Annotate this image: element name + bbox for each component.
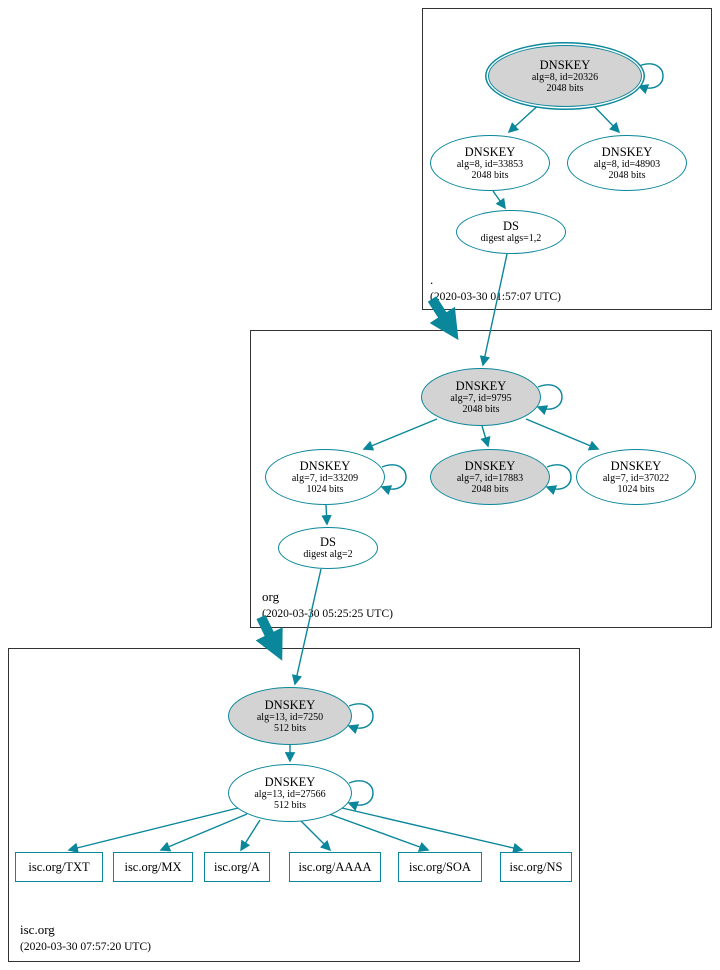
node-detail: 512 bits xyxy=(274,723,306,734)
node-detail: alg=7, id=33209 xyxy=(291,472,359,484)
node-detail: digest algs=1,2 xyxy=(480,233,542,245)
dnskey-node-org-33209: DNSKEY alg=7, id=33209 1024 bits xyxy=(265,449,385,505)
node-title: DNSKEY xyxy=(264,697,316,712)
node-title: DNSKEY xyxy=(610,458,662,473)
ds-node-org: DS digest alg=2 xyxy=(278,527,378,569)
dnskey-node-org-9795: DNSKEY alg=7, id=9795 2048 bits xyxy=(421,368,541,426)
node-detail: alg=7, id=17883 xyxy=(456,472,524,484)
node-detail: digest alg=2 xyxy=(303,549,353,561)
node-detail: 2048 bits xyxy=(608,170,646,181)
node-detail: 1024 bits xyxy=(617,484,655,495)
node-detail: 2048 bits xyxy=(546,83,584,94)
node-detail: 2048 bits xyxy=(471,170,509,181)
zone-label-root: . xyxy=(430,272,434,287)
node-detail: 1024 bits xyxy=(306,484,344,495)
node-detail: alg=8, id=48903 xyxy=(593,158,661,170)
zone-timestamp-root: (2020-03-30 01:57:07 UTC) xyxy=(430,291,561,303)
zone-label-isc-org: isc.org xyxy=(20,922,55,937)
node-title: DS xyxy=(320,535,336,550)
node-detail: alg=7, id=9795 xyxy=(450,392,512,404)
rrset-node-isc-org-ns: isc.org/NS xyxy=(500,852,572,882)
node-title: DNSKEY xyxy=(264,774,316,789)
node-detail: 2048 bits xyxy=(471,484,509,495)
rrset-node-isc-org-soa: isc.org/SOA xyxy=(398,852,482,882)
node-detail: 2048 bits xyxy=(462,404,500,415)
dnskey-node-isc-7250: DNSKEY alg=13, id=7250 512 bits xyxy=(228,687,352,745)
node-title: DS xyxy=(503,219,519,234)
dnskey-node-root-33853: DNSKEY alg=8, id=33853 2048 bits xyxy=(430,135,550,191)
rrset-node-isc-org-a: isc.org/A xyxy=(204,852,270,882)
rrset-node-isc-org-mx: isc.org/MX xyxy=(113,852,193,882)
node-detail: alg=13, id=27566 xyxy=(254,788,326,800)
dnskey-node-root-ksk-20326: DNSKEY alg=8, id=20326 2048 bits xyxy=(488,45,642,107)
node-title: DNSKEY xyxy=(464,144,516,159)
zone-timestamp-isc-org: (2020-03-30 07:57:20 UTC) xyxy=(20,941,151,953)
zone-label-org: org xyxy=(262,589,280,604)
ds-node-root: DS digest algs=1,2 xyxy=(456,210,566,254)
dnskey-node-org-17883: DNSKEY alg=7, id=17883 2048 bits xyxy=(430,449,550,505)
node-title: DNSKEY xyxy=(455,378,507,393)
dnskey-node-isc-27566: DNSKEY alg=13, id=27566 512 bits xyxy=(228,764,352,822)
node-title: DNSKEY xyxy=(299,458,351,473)
rrset-node-isc-org-aaaa: isc.org/AAAA xyxy=(289,852,381,882)
node-detail: alg=13, id=7250 xyxy=(256,711,324,723)
node-title: DNSKEY xyxy=(539,57,591,72)
zone-timestamp-org: (2020-03-30 05:25:25 UTC) xyxy=(262,608,393,620)
node-title: DNSKEY xyxy=(464,458,516,473)
rrset-node-isc-org-txt: isc.org/TXT xyxy=(15,852,103,882)
dnskey-node-root-48903: DNSKEY alg=8, id=48903 2048 bits xyxy=(567,135,687,191)
node-detail: alg=8, id=20326 xyxy=(531,71,599,83)
node-detail: alg=7, id=37022 xyxy=(602,472,670,484)
node-title: DNSKEY xyxy=(601,144,653,159)
node-detail: alg=8, id=33853 xyxy=(456,158,524,170)
dnskey-node-org-37022: DNSKEY alg=7, id=37022 1024 bits xyxy=(576,449,696,505)
node-detail: 512 bits xyxy=(274,800,306,811)
